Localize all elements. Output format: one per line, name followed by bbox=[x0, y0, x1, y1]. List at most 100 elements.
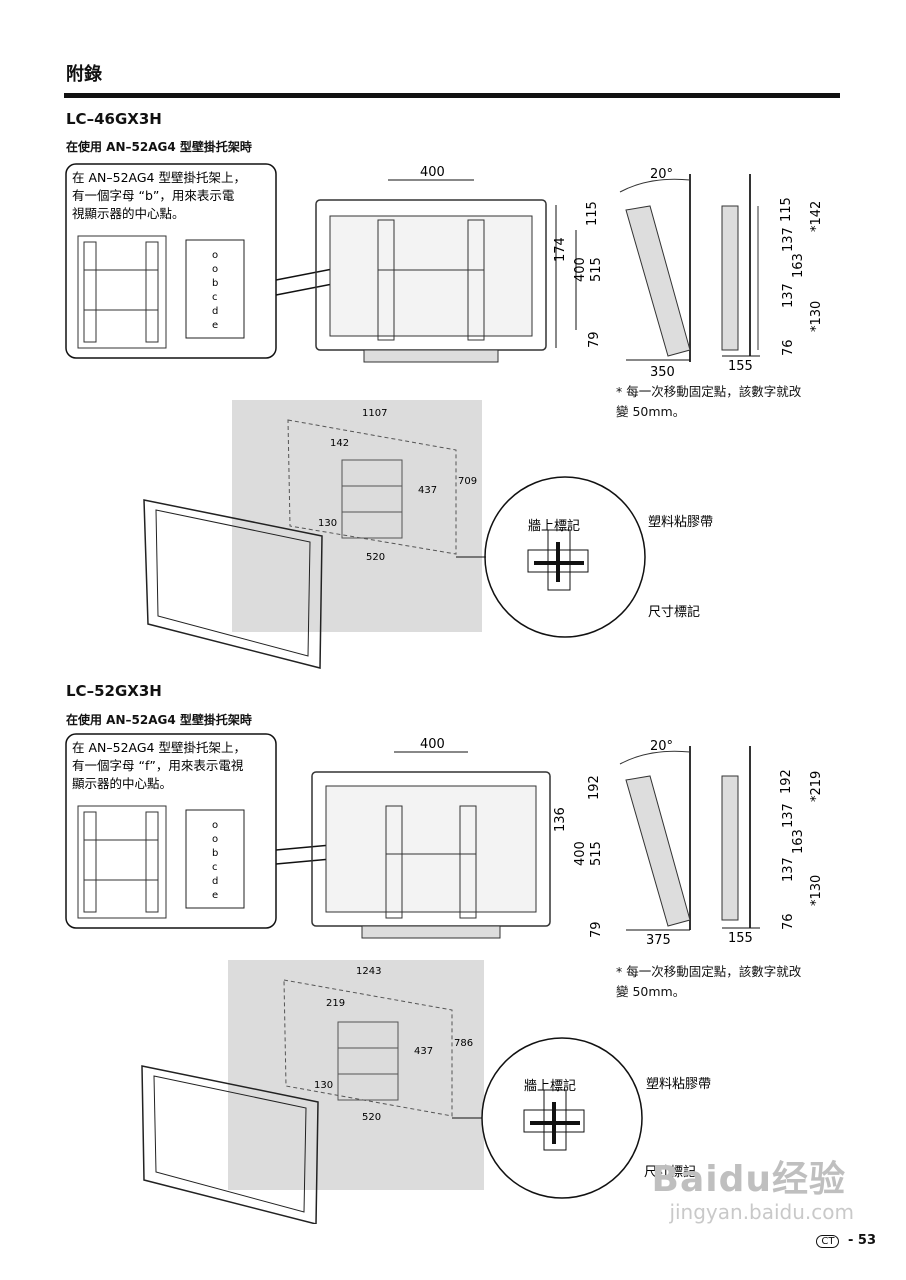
language-badge: CT bbox=[816, 1235, 840, 1248]
callout-line: 有一個字母 “b”，用來表示電 bbox=[72, 188, 235, 203]
tape-label: 塑料粘膠帶 bbox=[648, 515, 713, 530]
watermark-url: jingyan.baidu.com bbox=[669, 1200, 854, 1224]
tilt-side-view bbox=[619, 174, 691, 362]
wall-d1: 115 bbox=[779, 197, 794, 222]
letter: o bbox=[212, 834, 218, 845]
dim-mid: 174 bbox=[553, 237, 568, 262]
footnote-line: 變 50mm。 bbox=[616, 984, 686, 999]
letter: d bbox=[212, 876, 218, 887]
letter: c bbox=[212, 862, 218, 873]
tilt-side-view bbox=[619, 746, 691, 930]
watermark-brand: Baidu经验 bbox=[651, 1159, 846, 1200]
letter-panel bbox=[185, 809, 245, 909]
wall-d7: *130 bbox=[809, 875, 824, 906]
wall-d2: *142 bbox=[809, 201, 824, 232]
wall-d2: *219 bbox=[809, 771, 824, 802]
dim-bottom: 79 bbox=[589, 921, 604, 938]
model-title-1: LC–46GX3H bbox=[66, 110, 162, 128]
wall-d3: 137 bbox=[781, 227, 796, 252]
footnote-line: 變 50mm。 bbox=[616, 404, 686, 419]
tape-label: 塑料粘膠帶 bbox=[646, 1077, 711, 1092]
letter: c bbox=[212, 292, 218, 303]
mount-d: 130 bbox=[314, 1080, 333, 1091]
dim-width: 400 bbox=[420, 737, 445, 752]
dim-top: 192 bbox=[587, 775, 602, 800]
cross-mark bbox=[527, 529, 589, 591]
wall-mark-label: 牆上標記 bbox=[524, 1078, 576, 1094]
mount-e: 520 bbox=[362, 1112, 381, 1123]
page-footer: CT - 53 bbox=[816, 1233, 876, 1248]
tv-back-view bbox=[315, 199, 547, 363]
dim-mark-label: 尺寸標記 bbox=[644, 1164, 696, 1180]
callout-box bbox=[65, 163, 277, 359]
wall-d6: 76 bbox=[781, 913, 796, 930]
footnote-line: * 每一次移動固定點，該數字就改 bbox=[616, 964, 802, 979]
header-rule bbox=[64, 93, 840, 98]
subtitle-1: 在使用 AN–52AG4 型壁掛托架時 bbox=[66, 140, 252, 154]
letter: e bbox=[212, 890, 218, 901]
mount-b: 437 bbox=[418, 485, 437, 496]
mount-w: 1243 bbox=[356, 966, 381, 977]
bracket-sketch bbox=[77, 805, 167, 919]
wall-depth: 155 bbox=[728, 931, 753, 946]
dim-v1: 400 bbox=[573, 841, 588, 866]
letter: b bbox=[212, 278, 218, 289]
callout-line: 在 AN–52AG4 型壁掛托架上， bbox=[72, 170, 246, 185]
dim-v1: 400 bbox=[573, 257, 588, 282]
dim-bottom: 79 bbox=[587, 331, 602, 348]
callout-line: 有一個字母 “f”，用來表示電視 bbox=[72, 758, 244, 773]
mount-d: 130 bbox=[318, 518, 337, 529]
wall-d6: 76 bbox=[781, 339, 796, 356]
callout-line: 在 AN–52AG4 型壁掛托架上， bbox=[72, 740, 246, 755]
letter: o bbox=[212, 820, 218, 831]
page-number: 53 bbox=[857, 1233, 876, 1248]
mount-w: 1107 bbox=[362, 408, 387, 419]
dim-mid: 136 bbox=[553, 807, 568, 832]
footnote-line: * 每一次移動固定點，該數字就改 bbox=[616, 384, 802, 399]
mount-a: 219 bbox=[326, 998, 345, 1009]
mount-c: 709 bbox=[458, 476, 477, 487]
wall-d7: *130 bbox=[809, 301, 824, 332]
tilt-depth: 350 bbox=[650, 365, 675, 380]
mount-b: 437 bbox=[414, 1046, 433, 1057]
wall-side-view bbox=[721, 174, 759, 356]
wall-side-view bbox=[721, 746, 751, 928]
footnote-1: * 每一次移動固定點，該數字就改 變 50mm。 bbox=[616, 382, 836, 422]
letter: e bbox=[212, 320, 218, 331]
wall-mark-label: 牆上標記 bbox=[528, 518, 580, 534]
wall-d5: 137 bbox=[781, 283, 796, 308]
letter-panel bbox=[185, 239, 245, 339]
wall-d4: 163 bbox=[791, 829, 806, 854]
mount-c: 786 bbox=[454, 1038, 473, 1049]
tv-front-frame bbox=[141, 1065, 319, 1224]
letter: o bbox=[212, 264, 218, 275]
wall-panel bbox=[232, 400, 482, 632]
tilt-angle: 20° bbox=[650, 167, 673, 182]
wall-d4: 163 bbox=[791, 253, 806, 278]
wall-d3: 137 bbox=[781, 803, 796, 828]
tv-front-frame bbox=[143, 499, 323, 669]
footnote-2: * 每一次移動固定點，該數字就改 變 50mm。 bbox=[616, 962, 836, 1002]
diagram-section-1: 在 AN–52AG4 型壁掛托架上， 有一個字母 “b”，用來表示電 視顯示器的… bbox=[65, 163, 824, 669]
callout-box bbox=[65, 733, 277, 929]
letter: o bbox=[212, 250, 218, 261]
mount-e: 520 bbox=[366, 552, 385, 563]
wall-d5: 137 bbox=[781, 857, 796, 882]
footer-dash: - bbox=[847, 1233, 854, 1248]
letter: b bbox=[212, 848, 218, 859]
callout-line: 視顯示器的中心點。 bbox=[72, 206, 185, 221]
dim-v2: 515 bbox=[589, 841, 604, 866]
mount-diagram bbox=[287, 419, 457, 555]
tilt-angle: 20° bbox=[650, 739, 673, 754]
wall-panel bbox=[228, 960, 484, 1190]
section-title: 附錄 bbox=[66, 64, 102, 85]
dim-mark-label: 尺寸標記 bbox=[648, 604, 700, 620]
model-title-2: LC–52GX3H bbox=[66, 682, 162, 700]
mount-a: 142 bbox=[330, 438, 349, 449]
letter: d bbox=[212, 306, 218, 317]
wall-depth: 155 bbox=[728, 359, 753, 374]
dim-v2: 515 bbox=[589, 257, 604, 282]
tv-back-view bbox=[311, 771, 551, 939]
dim-top: 115 bbox=[585, 201, 600, 226]
cross-mark bbox=[523, 1089, 585, 1151]
